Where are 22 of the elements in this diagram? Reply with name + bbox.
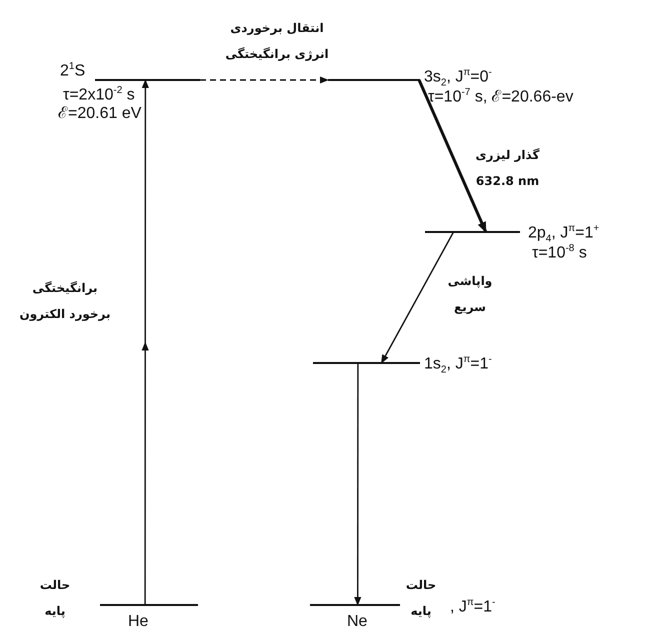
level-label: τ=10$^{-8}$ s bbox=[532, 244, 587, 262]
element-label: Ne bbox=[347, 614, 368, 631]
arrow bbox=[418, 79, 488, 233]
edge-label: برانگیختگی برخورد الکترون bbox=[18, 280, 112, 324]
level-label: τ=2x10$^{-2}$ s bbox=[63, 86, 135, 104]
edge-label: گذار لیزری 632.8 nm bbox=[474, 147, 540, 190]
arrow bbox=[354, 363, 362, 606]
level-label: 2p$_{4}$, J$^{π}$=1$^{+}$ bbox=[528, 224, 600, 245]
arrow bbox=[200, 76, 329, 84]
level-label: , J$^{π}$=1$^{-}$ bbox=[450, 598, 496, 616]
arrow bbox=[142, 80, 149, 605]
edge-label: انتقال برخوردی انرژی برانگیختگی bbox=[224, 20, 330, 64]
level-label: 3s$_{2}$, J$^{π}$=0$^{-}$ bbox=[424, 68, 492, 89]
arrow bbox=[380, 232, 454, 364]
element-label: He bbox=[128, 614, 148, 631]
level-label: 1s$_{2}$, J$^{π}$=1$^{-}$ bbox=[424, 355, 492, 376]
edge-label: واپاشی سریع bbox=[446, 273, 494, 316]
level-label: τ=10$^{-7}$ s, ℰ=20.66-ev bbox=[428, 88, 574, 106]
level-label: حالت پایه bbox=[38, 577, 72, 620]
level-label: ℰ=20.61 eV bbox=[58, 106, 142, 123]
level-label: 2$^{1}$S bbox=[60, 62, 86, 80]
level-label: حالت پایه bbox=[404, 577, 438, 620]
